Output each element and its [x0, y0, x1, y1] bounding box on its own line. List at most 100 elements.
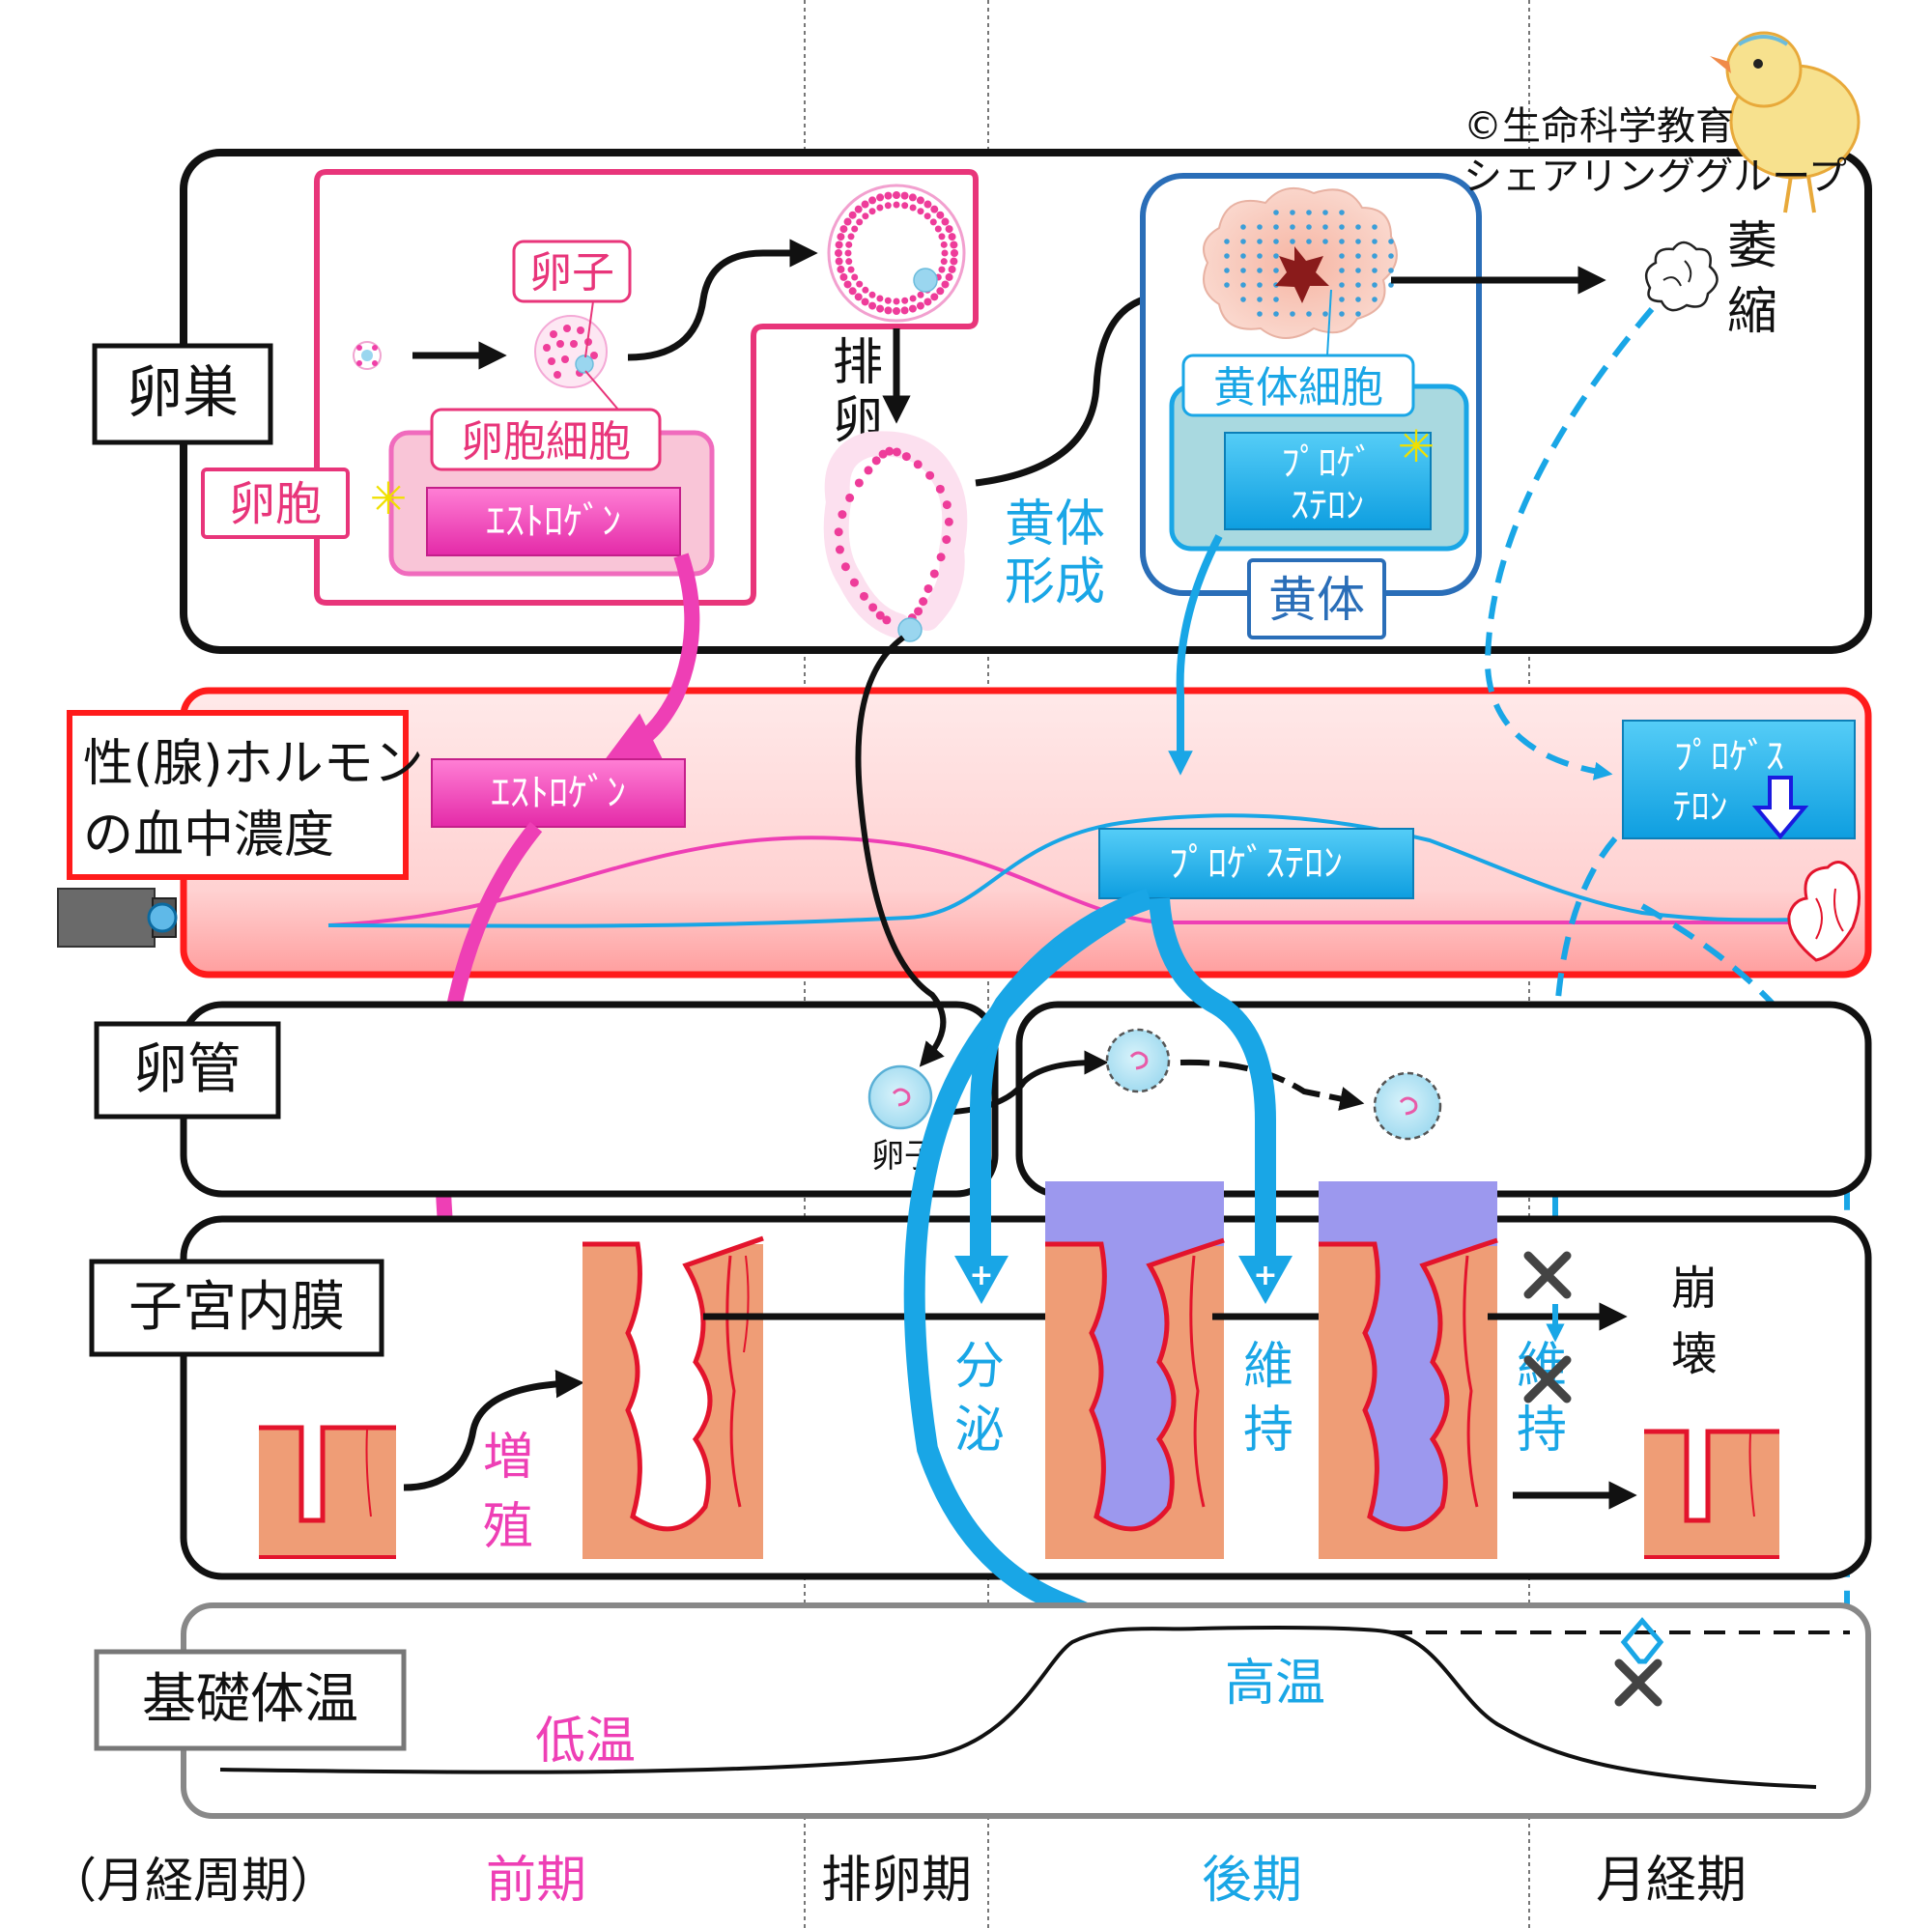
endometrium-thin-menstrual [1644, 1429, 1779, 1559]
corpus-luteum-cell [1203, 186, 1398, 339]
luteal-cell-label-box [1181, 354, 1415, 417]
progesterone-secretion-promote-marker: + [954, 1256, 1009, 1304]
follicle-cell-label-box [430, 408, 662, 471]
growing-follicle [534, 315, 608, 388]
estrogen-box-blood-label: ｴｽﾄﾛｹﾞﾝ [491, 771, 626, 815]
ovary-label-box [92, 343, 273, 445]
phase-ovulatory-label: 排卵期 [821, 1852, 972, 1910]
endometrium-secretory-2 [1319, 1181, 1498, 1559]
ovary-label: 卵巣 [127, 359, 239, 425]
hormone-label-1: 性(腺)ホルモン [83, 735, 424, 793]
bbt-label: 基礎体温 [142, 1668, 358, 1731]
progesterone-box-ovary-label-2: ｽﾃﾛﾝ [1291, 484, 1364, 526]
estrogen-box-ovary-label: ｴｽﾄﾛｹﾞﾝ [486, 499, 621, 544]
progesterone-level-curve [327, 813, 1817, 928]
bbt-curve [219, 1626, 1817, 1789]
progesterone-box-right-label-2: ﾃﾛﾝ [1672, 785, 1727, 828]
endometrium-label-box [89, 1259, 384, 1357]
copyright-line-2: シェアリンググループ [1463, 155, 1847, 199]
mature-follicle [827, 184, 966, 323]
chick-illustration [1710, 31, 1861, 213]
ovulation-label-1: 排 [833, 334, 883, 392]
maintain-x-label-2: 持 [1517, 1402, 1567, 1460]
follicle-cell-label: 卵胞細胞 [461, 417, 631, 467]
oviduct-egg-3 [1373, 1071, 1442, 1141]
progesterone-flow-arrow-1 [1168, 534, 1223, 776]
progesterone-box-ovary [1224, 432, 1432, 530]
progesterone-box-right-label-1: ﾌﾟﾛｹﾞｽ [1674, 735, 1784, 778]
follicle-label-box [201, 468, 350, 539]
endometrium-secretory-1 [1045, 1181, 1225, 1559]
egg-transport-arrow [855, 635, 947, 1067]
luteinization-label-1: 黄体 [1005, 496, 1105, 553]
hormone-band [180, 687, 1872, 978]
decrease-arrow-icon [1751, 776, 1809, 840]
secretion-label-2: 泌 [954, 1402, 1005, 1460]
estrogen-box-ovary [426, 487, 681, 556]
atrophied-corpus-luteum [1644, 241, 1719, 312]
estrogen-box-blood [431, 758, 686, 828]
atrophy-label-1: 萎 [1727, 217, 1777, 275]
bbt-blocked-marker [1614, 1617, 1664, 1707]
ruptured-follicle [823, 431, 968, 642]
secretion-label-1: 分 [954, 1338, 1005, 1396]
phase-menstrual-label: 月経期 [1596, 1852, 1747, 1910]
follicle-cell-leader-line [584, 370, 619, 411]
progesterone-maintain-promote-marker: + [1238, 1256, 1293, 1304]
svg-text:+: + [1253, 1259, 1277, 1292]
collapse-label-2: 壊 [1671, 1327, 1718, 1381]
phase-follicular-label: 前期 [486, 1852, 586, 1910]
corpus-luteum-label: 黄体 [1268, 572, 1365, 628]
camera-icon [57, 888, 178, 948]
arrow-follicle-growth-2 [627, 239, 818, 361]
progesterone-box-blood-label: ﾌﾟﾛｹﾞｽﾃﾛﾝ [1169, 841, 1343, 886]
progesterone-box-ovary-label-1: ﾌﾟﾛｹﾞ [1281, 441, 1373, 484]
estrogen-flow-arrow-1 [604, 553, 700, 761]
maintain-label-1: 維 [1243, 1338, 1293, 1396]
secretion-star-progesterone: ✳ [1398, 420, 1435, 472]
secretion-star-estrogen: ✳ [370, 472, 408, 525]
phase-luteal-label: 後期 [1202, 1852, 1302, 1910]
egg-leader-line [584, 300, 594, 358]
bbt-high-label: 高温 [1225, 1655, 1325, 1713]
bbt-panel [181, 1602, 1871, 1819]
atrophy-label-2: 縮 [1727, 283, 1777, 341]
progesterone-maintain-arrow [1149, 897, 1276, 1261]
oviduct-label-box [94, 1021, 281, 1120]
oviduct-egg-2 [1105, 1028, 1171, 1093]
bbt-label-box [94, 1649, 407, 1751]
arrow-proliferation [403, 1369, 584, 1491]
hormone-label-box [67, 710, 409, 880]
proliferation-label-1: 増 [483, 1429, 533, 1487]
maintain-label-2: 持 [1243, 1402, 1293, 1460]
endometrium-proliferated [582, 1235, 764, 1559]
egg-move-arrow-2 [1179, 1059, 1365, 1111]
blocked-x-icon-2 [1523, 1355, 1572, 1403]
progesterone-box-blood [1098, 828, 1414, 899]
svg-text:+: + [969, 1259, 993, 1292]
oviduct-label: 卵管 [133, 1038, 242, 1101]
progesterone-box-right [1622, 720, 1856, 839]
primordial-follicle [353, 341, 382, 370]
endometrium-panel [180, 1215, 1872, 1580]
egg-label: 卵子 [529, 248, 614, 298]
luteal-cell-leader-line [1326, 289, 1332, 356]
endometrium-label: 子宮内膜 [128, 1276, 345, 1339]
bbt-low-label: 低温 [535, 1713, 636, 1771]
copyright-line-1: ©生命科学教育 [1463, 104, 1734, 149]
follicle-label: 卵胞 [229, 477, 322, 531]
corpus-luteum-label-box [1247, 558, 1386, 639]
phase-cycle-label: （月経周期） [48, 1853, 338, 1909]
luteinization-label-2: 形成 [1005, 553, 1105, 611]
egg-label-box [512, 240, 632, 303]
endometrium-thin-early [259, 1425, 396, 1559]
follicle-region-outline [314, 169, 979, 606]
collapse-label-1: 崩 [1671, 1262, 1718, 1316]
blocked-x-icon-1 [1523, 1251, 1572, 1299]
proliferation-label-2: 殖 [483, 1498, 533, 1556]
hormone-label-2: の血中濃度 [83, 807, 334, 865]
heart-icon [1787, 861, 1861, 962]
arrow-luteinization [975, 281, 1212, 487]
atrophy-decline-dashed-arrow [1484, 307, 1655, 780]
